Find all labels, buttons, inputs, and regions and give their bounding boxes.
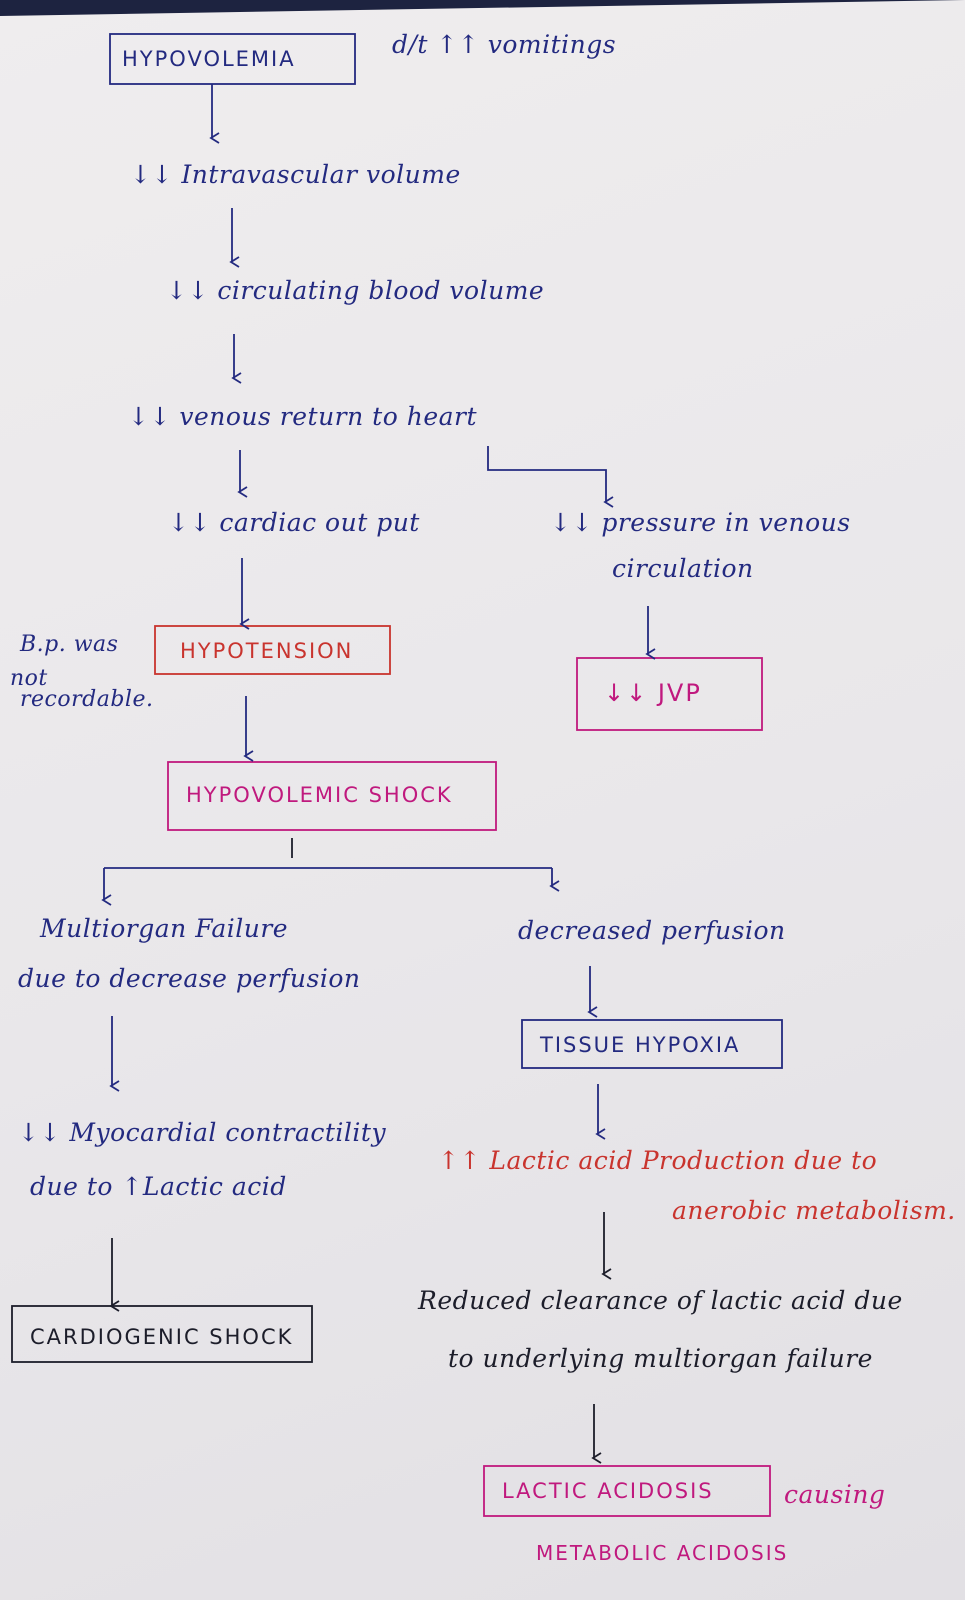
node-circulating-volume: ↓↓ circulating blood volume	[166, 276, 545, 305]
node-hypovolemic-shock: HYPOVOLEMIC SHOCK	[186, 783, 453, 807]
node-venous-pressure-line2: circulation	[612, 554, 754, 583]
node-multiorgan-line2: due to decrease perfusion	[18, 964, 361, 993]
node-lactic-acidosis: LACTIC ACIDOSIS	[502, 1479, 714, 1503]
node-multiorgan-line1: Multiorgan Failure	[40, 914, 289, 943]
box-hypovolemic-shock	[167, 761, 497, 831]
node-clearance-line2: to underlying multiorgan failure	[448, 1344, 873, 1373]
node-lactic-production-line2: anerobic metabolism.	[672, 1196, 956, 1225]
box-hypotension	[154, 625, 391, 675]
box-cardiogenic-shock	[11, 1305, 313, 1363]
node-myocardial-line2: due to ↑Lactic acid	[30, 1172, 287, 1201]
node-hypovolemia: HYPOVOLEMIA	[122, 47, 296, 71]
node-hypotension: HYPOTENSION	[180, 639, 354, 663]
node-metabolic-acidosis: METABOLIC ACIDOSIS	[536, 1541, 789, 1565]
node-jvp: ↓↓ JVP	[604, 679, 702, 707]
node-venous-return: ↓↓ venous return to heart	[128, 402, 478, 431]
arrow-venous-pressure	[487, 446, 614, 508]
box-tissue-hypoxia	[521, 1019, 783, 1069]
note-bp-line1: B.p. was	[20, 632, 119, 657]
note-cause: d/t ↑↑ vomitings	[392, 30, 617, 59]
box-lactic-acidosis	[483, 1465, 771, 1517]
note-bp-line2: not	[10, 666, 48, 691]
node-cardiogenic-shock: CARDIOGENIC SHOCK	[30, 1325, 294, 1349]
node-venous-pressure-line1: ↓↓ pressure in venous	[550, 508, 851, 537]
dark-corner	[0, 0, 965, 16]
note-bp-line3: recordable.	[20, 687, 154, 712]
node-decreased-perfusion: decreased perfusion	[518, 916, 786, 945]
node-tissue-hypoxia: TISSUE HYPOXIA	[540, 1033, 741, 1057]
node-cardiac-output: ↓↓ cardiac out put	[168, 508, 420, 537]
box-jvp	[576, 657, 763, 731]
box-hypovolemia	[109, 33, 356, 85]
node-intravascular-volume: ↓↓ Intravascular volume	[130, 160, 461, 189]
node-myocardial-line1: ↓↓ Myocardial contractility	[18, 1118, 387, 1147]
node-clearance-line1: Reduced clearance of lactic acid due	[418, 1286, 903, 1315]
node-lactic-production-line1: ↑↑ Lactic acid Production due to	[438, 1146, 878, 1175]
note-causing: causing	[784, 1480, 886, 1509]
